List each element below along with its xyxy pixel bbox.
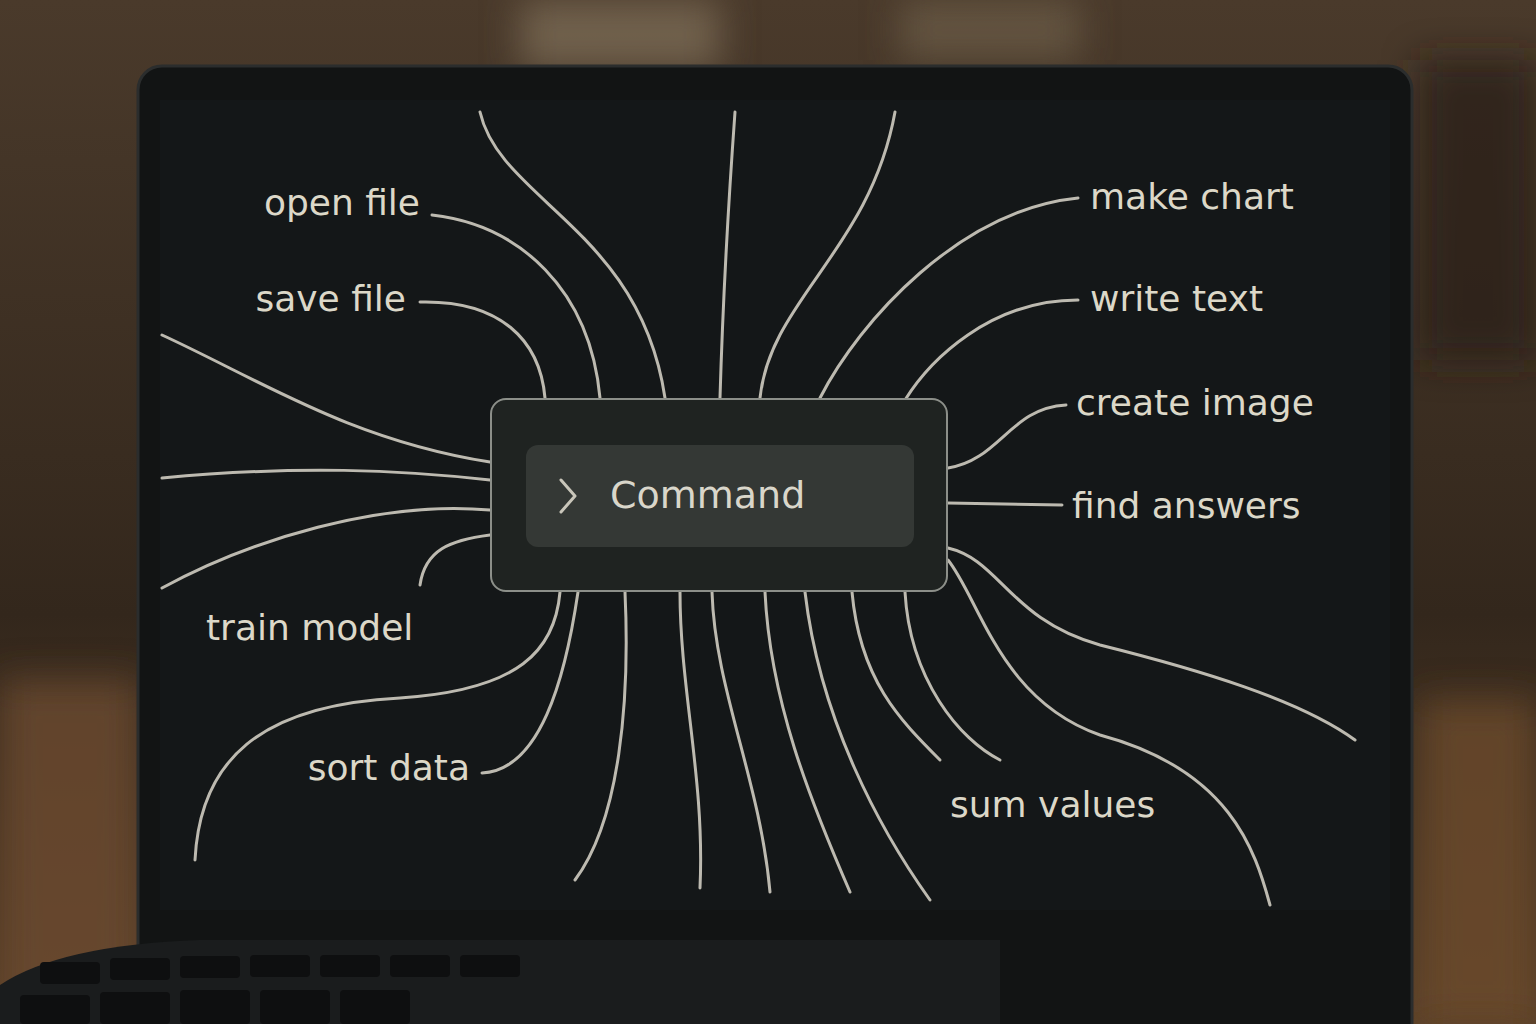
leader-line — [680, 592, 701, 888]
leader-line — [162, 508, 490, 588]
leader-line — [575, 592, 626, 880]
command-box: Command — [490, 398, 948, 592]
leader-line — [432, 215, 600, 398]
laptop-bezel — [138, 66, 1412, 1024]
command-label: create image — [1076, 383, 1314, 423]
leader-line — [720, 112, 735, 398]
command-label: find answers — [1072, 486, 1301, 526]
leader-lines — [162, 112, 1355, 905]
command-label: open file — [264, 183, 420, 223]
command-label: save file — [255, 279, 406, 319]
prompt-chevron — [561, 480, 575, 512]
command-label: sort data — [308, 748, 470, 788]
leader-line — [948, 503, 1062, 505]
leader-line — [162, 335, 490, 462]
command-label: write text — [1090, 279, 1263, 319]
leader-line — [760, 112, 895, 398]
leader-line — [712, 592, 770, 892]
command-text: Command — [610, 475, 805, 517]
leader-line — [948, 548, 1355, 740]
prompt-chevron — [556, 476, 580, 516]
command-label: make chart — [1090, 177, 1294, 217]
command-label: sum values — [950, 785, 1155, 825]
command-label: train model — [206, 608, 413, 648]
leader-line — [480, 112, 665, 398]
leader-line — [162, 470, 490, 480]
keyboard — [0, 940, 1000, 1024]
leader-line — [420, 535, 490, 585]
leader-line — [948, 560, 1270, 905]
leader-line — [195, 592, 560, 860]
leader-line — [905, 300, 1078, 400]
leader-line — [482, 592, 578, 773]
leader-line — [948, 405, 1066, 468]
leader-line — [820, 198, 1078, 398]
screen — [160, 100, 1390, 910]
leader-line — [420, 302, 545, 398]
leader-line — [905, 592, 1000, 760]
leader-line — [765, 592, 850, 892]
